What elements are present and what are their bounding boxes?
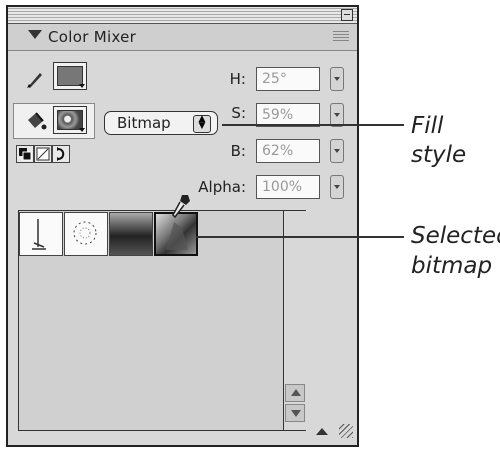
fill-style-value: Bitmap xyxy=(117,114,171,132)
bitmap-thumbnail[interactable] xyxy=(109,212,153,256)
bitmap-list-scrollbar[interactable] xyxy=(283,211,306,430)
selected-bitmap-callout-line1: Selected xyxy=(411,223,500,249)
select-arrows-icon: ▲▼ xyxy=(193,115,211,133)
black-white-icon xyxy=(19,148,32,161)
options-menu-icon[interactable] xyxy=(333,31,349,43)
window-titlebar[interactable] xyxy=(8,7,357,24)
resize-grip-icon[interactable] xyxy=(339,424,353,438)
bitmap-thumbnail[interactable] xyxy=(64,212,108,256)
pen-icon[interactable] xyxy=(24,68,46,90)
alpha-label: Alpha: xyxy=(198,178,246,196)
close-box-icon[interactable] xyxy=(341,9,353,21)
no-color-icon xyxy=(36,147,50,161)
panel-header[interactable]: Color Mixer xyxy=(8,24,357,51)
fill-style-select[interactable]: Bitmap ▲▼ xyxy=(104,111,218,135)
no-color-button[interactable] xyxy=(34,145,52,163)
fill-style-callout: Fill style xyxy=(411,113,467,168)
collapse-arrow-icon[interactable] xyxy=(28,30,42,39)
alpha-slider-button[interactable] xyxy=(330,175,344,199)
bitmap-thumbnail[interactable] xyxy=(19,212,63,256)
saturation-label: S: xyxy=(231,104,246,122)
fill-style-callout-line xyxy=(222,124,404,126)
brightness-field[interactable]: 62% xyxy=(256,139,320,163)
black-white-button[interactable] xyxy=(16,145,34,163)
selected-bitmap-thumbnail[interactable] xyxy=(154,212,198,256)
swap-colors-button[interactable] xyxy=(52,145,70,163)
paint-bucket-icon[interactable] xyxy=(24,110,48,132)
saturation-slider-button[interactable] xyxy=(330,103,344,127)
selected-bitmap-callout-line xyxy=(196,236,404,238)
selected-bitmap-callout-line2: bitmap xyxy=(411,253,493,279)
brightness-slider-button[interactable] xyxy=(330,139,344,163)
brightness-label: B: xyxy=(230,142,246,160)
hue-label: H: xyxy=(229,70,246,88)
hue-field[interactable]: 25° xyxy=(256,67,320,91)
swap-colors-icon xyxy=(57,147,65,161)
panel-title: Color Mixer xyxy=(48,28,137,46)
collapse-icon[interactable] xyxy=(316,428,328,435)
alpha-field[interactable]: 100% xyxy=(256,175,320,199)
eyedropper-icon xyxy=(172,195,190,219)
scroll-up-arrow-icon[interactable] xyxy=(285,384,305,402)
stroke-color-swatch[interactable] xyxy=(53,62,87,90)
fill-color-swatch[interactable] xyxy=(53,106,87,134)
hue-slider-button[interactable] xyxy=(330,67,344,91)
saturation-field[interactable]: 59% xyxy=(256,103,320,127)
scroll-down-arrow-icon[interactable] xyxy=(285,404,305,422)
